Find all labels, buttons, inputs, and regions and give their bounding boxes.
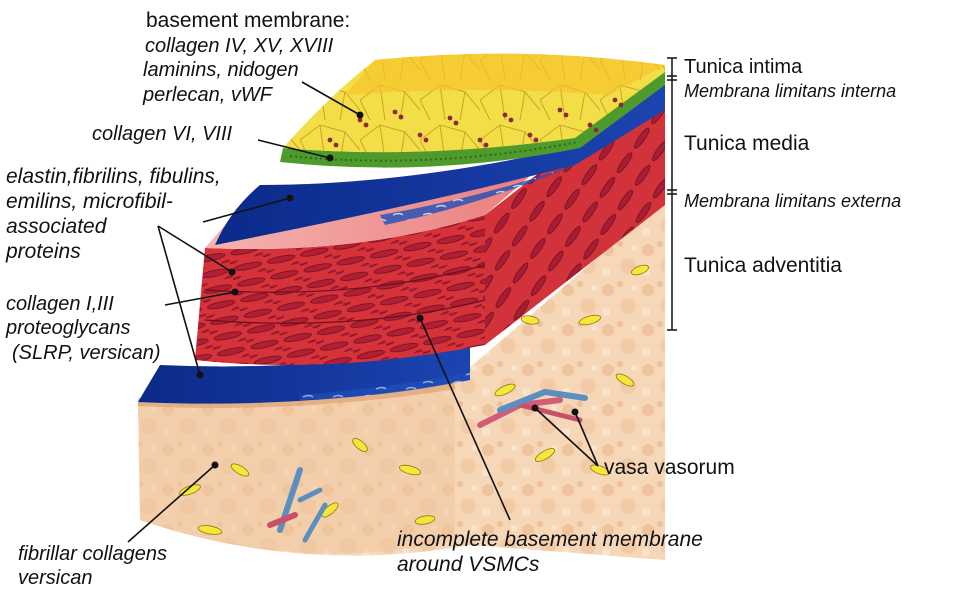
basement-membrane-line-3: perlecan, vWF: [142, 84, 274, 106]
elastin-line-1: elastin,fibrilins, fibulins,: [6, 165, 221, 188]
collagen-vi-label: collagen VI, VIII: [92, 123, 233, 145]
tunica-adventitia-label: Tunica adventitia: [684, 254, 842, 277]
elastin-line-2: emilins, microfibil-: [6, 190, 173, 213]
layer-labels: Tunica intima Membrana limitans interna …: [684, 56, 901, 277]
collagen-i-line-2: proteoglycans: [5, 317, 131, 339]
basement-membrane-line-2: laminins, nidogen: [143, 59, 299, 81]
membrana-limitans-externa-label: Membrana limitans externa: [684, 191, 901, 211]
fibrillar-collagens-line-1: fibrillar collagens: [18, 543, 167, 565]
layer-bracket: [667, 58, 677, 330]
elastin-line-4: proteins: [5, 240, 81, 263]
membrana-limitans-interna-label: Membrana limitans interna: [684, 81, 896, 101]
incomplete-basement-line-1: incomplete basement membrane: [397, 528, 703, 551]
elastin-line-3: associated: [6, 215, 108, 238]
collagen-i-line-3: (SLRP, versican): [12, 342, 161, 364]
tunica-media-label: Tunica media: [684, 132, 810, 155]
fibrillar-collagens-line-2: versican: [18, 567, 92, 589]
basement-membrane-title: basement membrane:: [146, 9, 350, 32]
tunica-intima-label: Tunica intima: [684, 56, 803, 78]
incomplete-basement-line-2: around VSMCs: [397, 553, 540, 576]
vasa-vasorum-label: vasa vasorum: [604, 456, 735, 479]
collagen-i-line-1: collagen I,III: [6, 293, 114, 315]
basement-membrane-line-1: collagen IV, XV, XVIII: [145, 35, 334, 57]
